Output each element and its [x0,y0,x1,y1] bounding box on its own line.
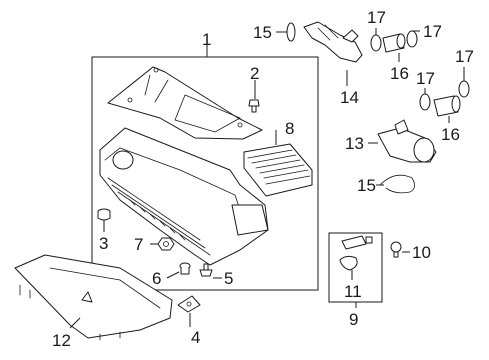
nut-7 [157,237,175,251]
air-deflector [14,254,173,341]
assembly-frame [91,56,319,291]
callout-9: 9 [349,310,358,329]
callout-8: 8 [285,119,294,138]
callout-14: 14 [340,88,359,107]
callout-15-lower: 15 [357,176,376,195]
callout-10: 10 [412,243,431,262]
callout-17-mid: 17 [416,69,435,88]
callout-13: 13 [345,134,364,153]
callout-17-top-a: 17 [367,8,386,27]
clip-5 [199,263,213,277]
bracket-4 [177,295,201,313]
outlet-duct [303,21,363,63]
callout-7: 7 [134,235,143,254]
clamp-17-top-b [406,30,418,48]
clamp-17-top-a [370,34,382,52]
seal-15-lower [379,174,415,194]
callout-15-upper: 15 [253,23,272,42]
intake-duct [377,119,437,163]
callout-5: 5 [224,269,233,288]
callout-16-top: 16 [390,64,409,83]
callout-17-top-b: 17 [423,22,442,41]
clip-10 [390,241,402,258]
callout-17-right: 17 [455,47,474,66]
clamp-17-mid [419,93,431,111]
engine-cover [107,66,263,140]
callout-16-mid: 16 [441,125,460,144]
grommet-3 [97,208,111,221]
hose-16-mid [433,95,461,117]
callout-3: 3 [99,234,108,253]
bolt-6 [179,262,191,275]
callout-12: 12 [52,331,71,350]
clip-kit-11 [339,235,373,271]
callout-6: 6 [152,269,161,288]
clamp-17-right [458,80,470,98]
callout-11: 11 [344,282,362,301]
leader-lines [69,28,465,329]
callout-4: 4 [191,328,200,347]
callout-2: 2 [250,64,259,83]
air-cleaner-housing [99,127,269,266]
callout-1: 1 [202,30,211,49]
air-filter-element [243,143,313,197]
hose-16-top [382,33,406,53]
bolt-2 [248,99,260,113]
seal-15-upper [286,22,296,42]
